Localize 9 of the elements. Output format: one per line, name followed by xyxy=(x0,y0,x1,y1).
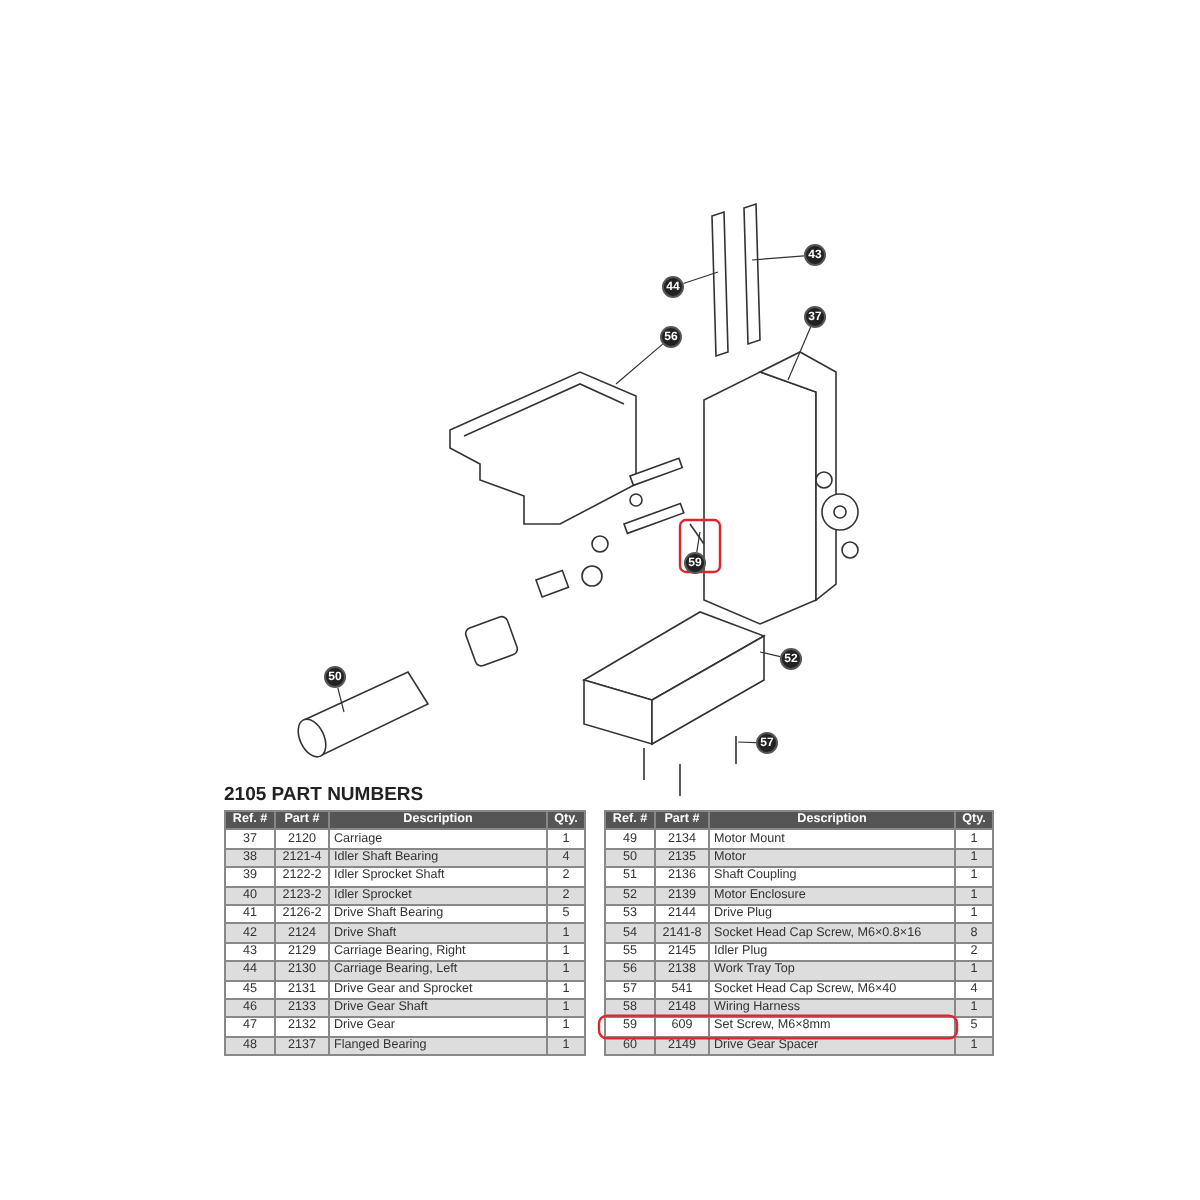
leader-line xyxy=(737,741,757,744)
leader-line xyxy=(787,326,812,381)
leader-line xyxy=(696,531,701,553)
leader-line xyxy=(759,651,781,658)
leader-line xyxy=(751,255,805,261)
leader-line xyxy=(337,687,345,713)
table-title: 2105 PART NUMBERS xyxy=(224,784,424,806)
leader-line xyxy=(682,271,719,285)
leader-line xyxy=(615,343,664,385)
